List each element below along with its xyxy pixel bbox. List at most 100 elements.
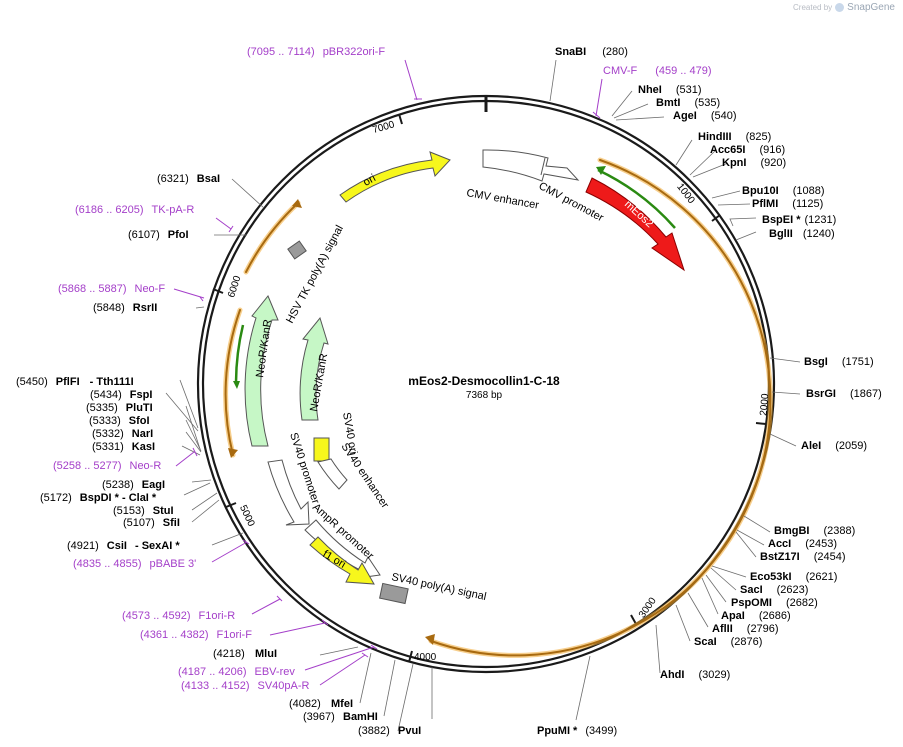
credit-text: Created by — [793, 3, 833, 12]
orf-main-arc-line — [430, 159, 772, 657]
primer-neo-f[interactable]: (5868 .. 5887)Neo-F — [58, 283, 165, 295]
label-ori: ori — [361, 172, 378, 189]
enzyme-bamhi-pos: (3967) — [303, 711, 335, 723]
credit-brand: SnapGene — [847, 2, 895, 13]
enzyme-pfoi[interactable]: (6107)PfoI — [128, 229, 189, 241]
enzyme-ahdi[interactable]: AhdI(3029) — [660, 669, 730, 681]
label-cmv-enhancer: CMV enhancer — [465, 187, 540, 212]
orf-arcs — [223, 157, 773, 658]
tick-1000 — [711, 214, 721, 222]
enzyme-saci[interactable]: SacI(2623) — [740, 584, 808, 596]
enzyme-bmti[interactable]: BmtI(535) — [656, 97, 720, 109]
feature-sv40-polya[interactable] — [379, 582, 409, 605]
enzyme-bsgi[interactable]: BsgI(1751) — [804, 356, 874, 368]
ruler-label-7000: 7000 — [371, 119, 396, 136]
enzyme-agei[interactable]: AgeI(540) — [673, 110, 737, 122]
enzyme-scai[interactable]: ScaI(2876) — [694, 636, 762, 648]
feature-sv40-enhancer[interactable] — [317, 458, 348, 490]
ruler-label-6000: 6000 — [226, 274, 243, 299]
tick-2000 — [755, 422, 767, 425]
enzyme-pvui[interactable]: PvuI — [398, 725, 421, 737]
feature-meos2[interactable] — [585, 177, 685, 272]
orf-tk-arc-line — [245, 202, 299, 273]
orf-main-arrowhead — [425, 634, 435, 645]
enzyme-csii[interactable]: (4921)CsiI- SexAI * — [67, 540, 180, 552]
enzyme-pflfi[interactable]: (5450)PflFI- Tth111I — [16, 376, 134, 388]
primer-ebv-rev[interactable]: (4187 .. 4206)EBV-rev — [178, 666, 295, 678]
enzyme-bspdi[interactable]: (5172)BspDI * - ClaI * — [40, 492, 157, 504]
primer-f1ori-r[interactable]: (4573 .. 4592)F1ori-R — [122, 610, 235, 622]
feature-neokanr-inner[interactable] — [299, 316, 329, 421]
enzyme-aflii[interactable]: AflII(2796) — [712, 623, 779, 635]
tick-7000 — [398, 113, 403, 125]
enzyme-kasi[interactable]: (5331)KasI — [92, 441, 155, 453]
enzyme-bpu10i[interactable]: Bpu10I(1088) — [742, 185, 824, 197]
enzyme-bamhi[interactable]: BamHI — [343, 711, 378, 723]
orf-tk-arrowhead — [292, 199, 302, 208]
tick-5000 — [225, 502, 237, 508]
enzyme-fspi[interactable]: (5434)FspI — [90, 389, 152, 401]
label-hsv-tk-polya: HSV TK poly(A) signal — [284, 223, 346, 325]
snapgene-credit: Created by SnapGene — [793, 2, 895, 13]
feature-cmv-enhancer[interactable] — [482, 149, 580, 182]
primer-tk-pa-r[interactable]: (6186 .. 6205)TK-pA-R — [75, 204, 194, 216]
enzyme-stui[interactable]: (5153)StuI — [113, 505, 174, 517]
enzyme-leaders — [165, 59, 801, 732]
orf-neo-arc-line — [224, 309, 241, 456]
enzyme-acci[interactable]: AccI(2453) — [768, 538, 837, 550]
feature-f1-ori[interactable] — [309, 536, 375, 585]
primer-f1ori-f[interactable]: (4361 .. 4382)F1ori-F — [140, 629, 252, 641]
primer-cmv-f[interactable]: CMV-F(459 .. 479) — [603, 65, 712, 77]
enzyme-bsrgi[interactable]: BsrGI(1867) — [806, 388, 882, 400]
feature-hsv-tk-polya[interactable] — [287, 240, 307, 260]
enzyme-kpni[interactable]: KpnI(920) — [722, 157, 786, 169]
primer-arrow-cmv — [597, 168, 676, 229]
tick-6000 — [212, 288, 224, 294]
feature-neokanr-outer[interactable] — [244, 295, 279, 447]
enzyme-bglii[interactable]: BglII(1240) — [769, 228, 835, 240]
snapgene-logo-icon — [835, 3, 845, 12]
plasmid-name: mEos2-Desmocollin1-C-18 — [408, 374, 560, 388]
plasmid-length: 7368 bp — [466, 390, 503, 401]
enzyme-rsrii[interactable]: (5848)RsrII — [93, 302, 157, 314]
ruler-label-4000: 4000 — [414, 652, 437, 663]
orf-main-arc — [428, 157, 773, 658]
enzyme-mfei-pos: (4082) — [289, 698, 321, 710]
cmv-divider — [540, 157, 546, 176]
enzyme-pflmi[interactable]: PflMI(1125) — [752, 198, 823, 210]
primer-arrow-neo — [234, 324, 245, 384]
enzyme-bmgbi[interactable]: BmgBI(2388) — [774, 525, 855, 537]
primer-sv40pa-r[interactable]: (4133 .. 4152)SV40pA-R — [181, 680, 310, 692]
feature-ori[interactable] — [339, 151, 451, 203]
feature-sv40-ori[interactable] — [313, 437, 330, 462]
enzyme-bspei[interactable]: BspEI *(1231) — [762, 214, 836, 226]
primer-neo-r[interactable]: (5258 .. 5277)Neo-R — [53, 460, 161, 472]
enzyme-nari[interactable]: (5332)NarI — [92, 428, 153, 440]
enzyme-hindiii[interactable]: HindIII(825) — [698, 131, 771, 143]
enzyme-bsai[interactable]: (6321)BsaI — [157, 173, 220, 185]
enzyme-mlui-pos: (4218) — [213, 648, 245, 660]
primer-pbr322ori-f[interactable]: (7095 .. 7114)pBR322ori-F — [247, 46, 385, 58]
primer-arrow-neo-head — [233, 381, 240, 389]
enzyme-bstz17i[interactable]: BstZ17I(2454) — [760, 551, 846, 563]
enzyme-sfoi[interactable]: (5333)SfoI — [89, 415, 150, 427]
tick-4000 — [408, 650, 413, 663]
enzyme-eco53ki[interactable]: Eco53kI(2621) — [750, 571, 837, 583]
enzyme-mfei[interactable]: MfeI — [331, 698, 353, 710]
enzyme-apai[interactable]: ApaI(2686) — [721, 610, 791, 622]
tick-3000 — [630, 614, 637, 625]
enzyme-mlui[interactable]: MluI — [255, 648, 277, 660]
enzyme-eagi[interactable]: (5238)EagI — [102, 479, 165, 491]
enzyme-pluti[interactable]: (5335)PluTI — [86, 402, 153, 414]
enzyme-alei[interactable]: AleI(2059) — [801, 440, 867, 452]
enzyme-pspomi[interactable]: PspOMI(2682) — [731, 597, 818, 609]
primer-arrow-cmv-head — [596, 166, 606, 175]
enzyme-pvui-pos: (3882) — [358, 725, 390, 737]
enzyme-sfii[interactable]: (5107)SfiI — [123, 517, 180, 529]
primer-pbabe3[interactable]: (4835 .. 4855)pBABE 3' — [73, 558, 196, 570]
enzyme-nhei[interactable]: NheI(531) — [638, 84, 702, 96]
feature-sv40-promoter[interactable] — [267, 459, 310, 526]
enzyme-ppumi[interactable]: PpuMI *(3499) — [537, 725, 617, 737]
enzyme-acc65i[interactable]: Acc65I(916) — [710, 144, 785, 156]
enzyme-snabi[interactable]: SnaBI(280) — [555, 46, 628, 58]
